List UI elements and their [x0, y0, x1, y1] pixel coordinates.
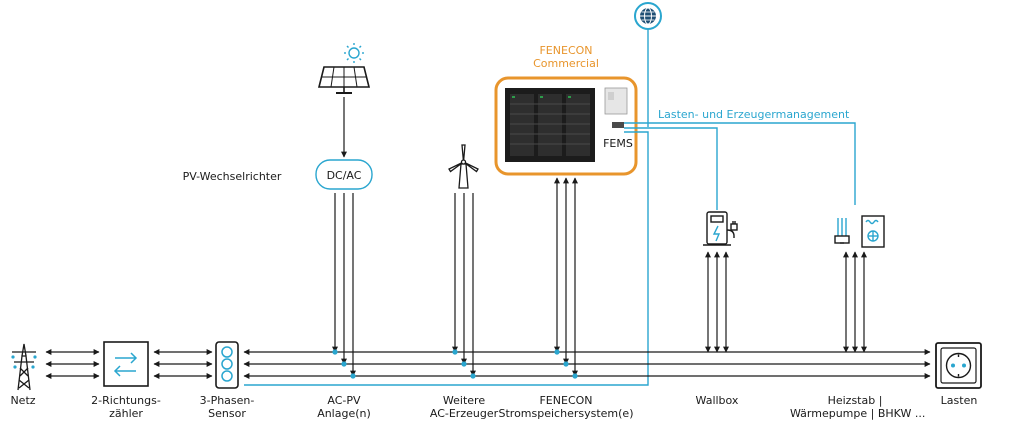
heizstab-line2: Wärmepumpe | BHKW ... — [790, 407, 926, 420]
globe-icon[interactable] — [634, 2, 662, 30]
weitere-line1: Weitere — [442, 394, 486, 407]
inverter-icon[interactable] — [315, 159, 373, 190]
netz-label: Netz — [0, 394, 46, 407]
fems-control-lines — [244, 122, 856, 386]
fenecon-commercial-line1: FENECON — [539, 44, 593, 57]
pv-wechselrichter-label: PV-Wechselrichter — [183, 170, 282, 183]
speicher-line2: Stromspeichersystem(e) — [498, 407, 634, 420]
solar-panel-icon — [317, 66, 371, 94]
sensor-label: 3-Phasen- Sensor — [187, 394, 267, 420]
heat-pump-icon — [861, 215, 885, 248]
acpv-line1: AC-PV — [327, 394, 361, 407]
weitere-line2: AC-Erzeuger — [429, 407, 499, 420]
acpv-line2: Anlage(n) — [317, 407, 371, 420]
acpv-label: AC-PV Anlage(n) — [304, 394, 384, 420]
fems-label: FEMS — [603, 137, 633, 150]
sensor-line2: Sensor — [208, 407, 246, 420]
lasten-management-label: Lasten- und Erzeugermanagement — [658, 108, 850, 121]
fenecon-commercial-label: FENECON Commercial — [516, 44, 616, 70]
wallbox-line1: Wallbox — [695, 394, 739, 407]
zaehler-line2: zähler — [109, 407, 143, 420]
sensor-line1: 3-Phasen- — [199, 394, 255, 407]
sun-icon — [344, 43, 364, 63]
ev-charger-icon — [703, 211, 738, 246]
fenecon-commercial-line2: Commercial — [533, 57, 599, 70]
lasten-label: Lasten — [928, 394, 990, 407]
netz-line1: Netz — [10, 394, 36, 407]
grid-meter-links — [45, 349, 213, 379]
power-socket-icon — [935, 342, 982, 389]
zaehler-label: 2-Richtungs- zähler — [76, 394, 176, 420]
speicher-line1: FENECON — [539, 394, 593, 407]
heizstab-label: Heizstab | Wärmepumpe | BHKW ... — [790, 394, 926, 420]
grid-tower-icon — [11, 343, 37, 391]
zaehler-line1: 2-Richtungs- — [91, 394, 161, 407]
wind-turbine-icon — [448, 144, 479, 189]
dc-ac-label: DC/AC — [327, 169, 362, 182]
heizstab-line1: Heizstab | — [827, 394, 883, 407]
speicher-label: FENECON Stromspeichersystem(e) — [496, 394, 636, 420]
vertical-connections — [332, 177, 867, 377]
heating-rod-icon — [834, 218, 850, 244]
battery-cabinet-icon — [505, 88, 595, 162]
bidirectional-meter-icon — [103, 341, 149, 387]
wallbox-label: Wallbox — [677, 394, 757, 407]
weitere-label: Weitere AC-Erzeuger — [414, 394, 514, 420]
fems-device-icon — [604, 87, 628, 128]
three-phase-bus — [243, 349, 931, 379]
lasten-line1: Lasten — [940, 394, 978, 407]
three-phase-sensor-icon — [215, 341, 239, 389]
bus-junctions — [332, 349, 578, 379]
